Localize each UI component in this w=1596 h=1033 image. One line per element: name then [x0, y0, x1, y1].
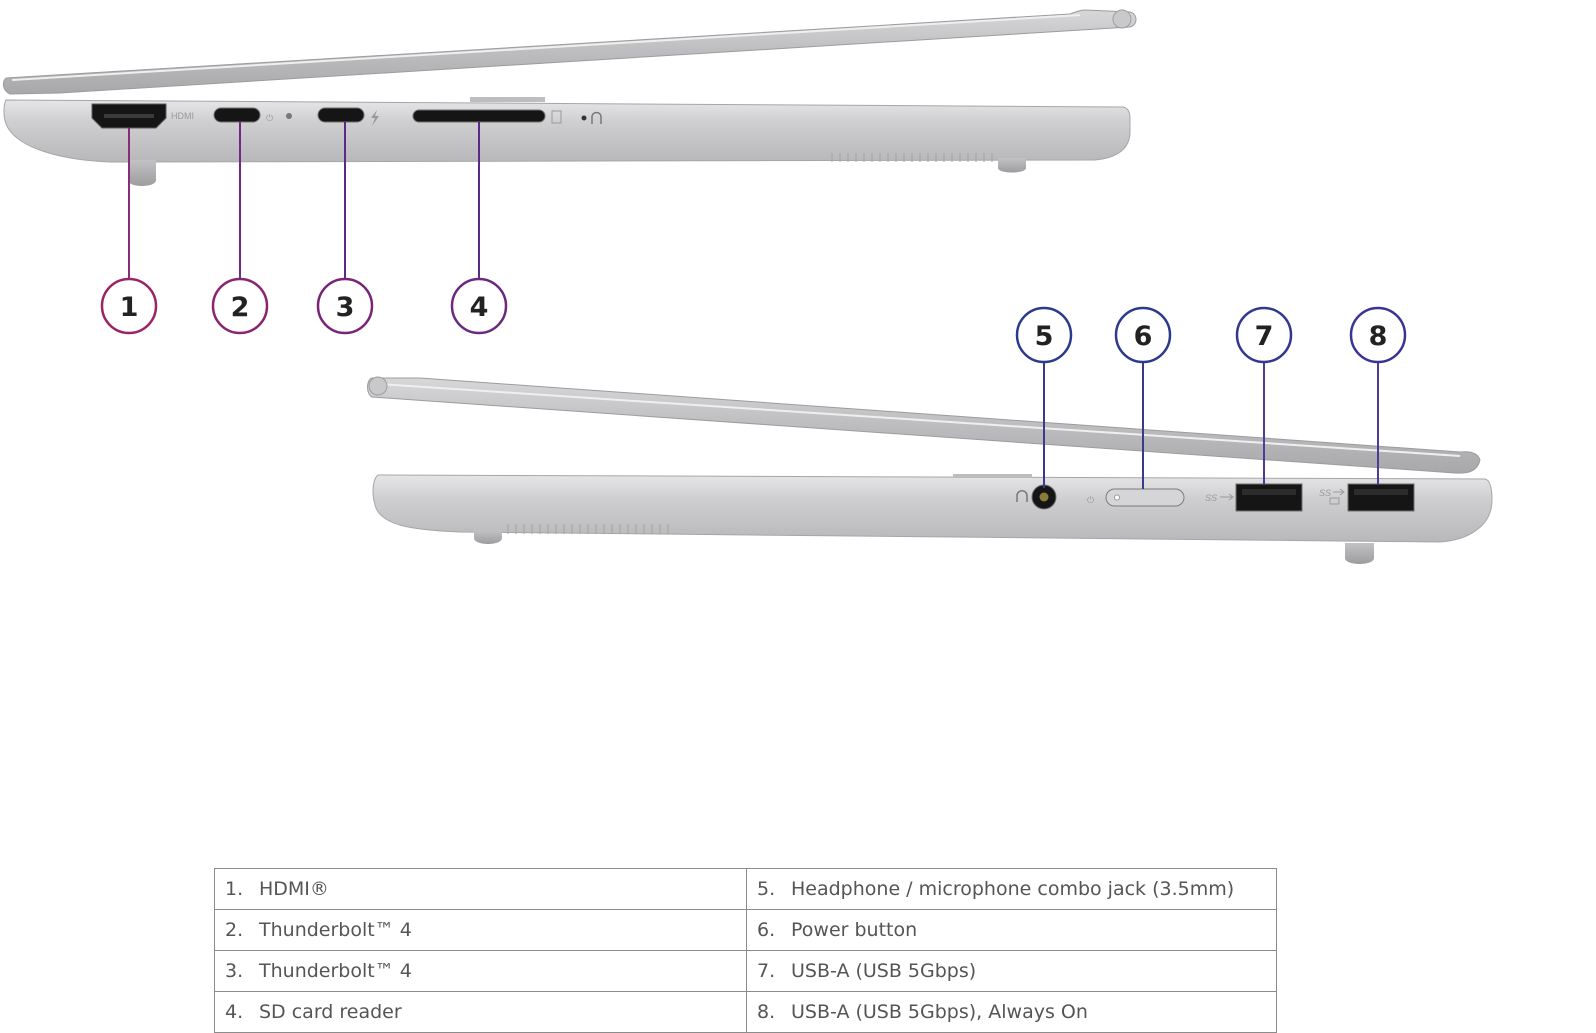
- svg-text:6: 6: [1134, 321, 1153, 352]
- svg-text:2: 2: [231, 292, 250, 323]
- thunderbolt-icon: [371, 110, 379, 126]
- table-cell: 8. USB-A (USB 5Gbps), Always On: [746, 991, 1277, 1033]
- svg-text:1: 1: [120, 292, 139, 323]
- table-cell: 5. Headphone / microphone combo jack (3.5…: [746, 868, 1277, 910]
- rubber-foot: [998, 158, 1026, 173]
- table-cell: 2. Thunderbolt™ 4: [214, 909, 747, 951]
- usb-ss-mark: SS: [1319, 488, 1331, 498]
- hdmi-mark: HDMI: [171, 111, 194, 121]
- laptop-lid-left: [2, 9, 1137, 95]
- always-on-battery-icon: [1329, 497, 1340, 505]
- callout-1: 1: [100, 277, 158, 335]
- item-number: 8.: [757, 1001, 776, 1023]
- power-icon: ⏻: [1087, 495, 1094, 505]
- callout-2: 2: [211, 277, 269, 335]
- item-label: Thunderbolt™ 4: [259, 919, 412, 941]
- callout-7: 7: [1235, 306, 1293, 364]
- callout-3: 3: [316, 277, 374, 335]
- callout-8: 8: [1349, 306, 1407, 364]
- item-label: HDMI®: [259, 878, 329, 900]
- item-number: 3.: [225, 960, 244, 982]
- item-label: Power button: [791, 919, 918, 941]
- speaker-grille-right: [507, 524, 669, 534]
- laptop-base-right: [372, 474, 1493, 543]
- rubber-foot: [128, 160, 156, 186]
- usb-ss-mark: SS: [1205, 493, 1217, 503]
- laptop-right-side-view: ⏻ SS SS: [367, 376, 1493, 564]
- power-plug-icon: ⏻: [266, 113, 273, 123]
- item-label: USB-A (USB 5Gbps), Always On: [791, 1001, 1088, 1023]
- svg-text:8: 8: [1369, 321, 1388, 352]
- usb-a-port: [1235, 483, 1303, 512]
- callout-6: 6: [1114, 306, 1172, 364]
- leader-lines: [128, 122, 1379, 489]
- item-label: SD card reader: [259, 1001, 402, 1023]
- callout-5: 5: [1015, 306, 1073, 364]
- item-label: USB-A (USB 5Gbps): [791, 960, 977, 982]
- table-cell: 6. Power button: [746, 909, 1277, 951]
- rubber-foot: [1345, 543, 1374, 564]
- svg-text:7: 7: [1255, 321, 1274, 352]
- table-row: 1. HDMI® 5. Headphone / microphone combo j…: [214, 868, 1277, 910]
- usb-c-port: [213, 107, 261, 123]
- rubber-foot: [474, 530, 502, 544]
- table-row: 2. Thunderbolt™ 4 6. Power button: [214, 909, 1277, 951]
- item-number: 4.: [225, 1001, 244, 1023]
- usb-symbol-icon: [1333, 488, 1345, 496]
- item-label: Thunderbolt™ 4: [259, 960, 412, 982]
- usb-symbol-icon: [1220, 493, 1234, 501]
- svg-text:3: 3: [336, 292, 355, 323]
- table-cell: 3. Thunderbolt™ 4: [214, 950, 747, 992]
- item-label: Headphone / microphone combo jack (3.5mm…: [791, 878, 1235, 900]
- table-row: 4. SD card reader 8. USB-A (USB 5Gbps), Al…: [214, 991, 1277, 1033]
- headset-mark-icon: [591, 111, 602, 124]
- charge-led-icon: [286, 113, 292, 119]
- mic-hole-icon: [581, 115, 587, 121]
- headphone-mark-icon: [1016, 490, 1028, 502]
- usb-a-port: [1347, 483, 1415, 512]
- sd-card-icon: [551, 110, 562, 124]
- usb-c-port: [317, 107, 365, 123]
- laptop-lid-right: [367, 377, 1481, 474]
- svg-text:5: 5: [1035, 321, 1054, 352]
- ports-legend-table: 1. HDMI® 5. Headphone / microphone combo j…: [214, 868, 1277, 1033]
- table-cell: 4. SD card reader: [214, 991, 747, 1033]
- item-number: 6.: [757, 919, 776, 941]
- item-number: 7.: [757, 960, 776, 982]
- sd-card-slot: [412, 109, 546, 123]
- table-cell: 7. USB-A (USB 5Gbps): [746, 950, 1277, 992]
- laptop-base-left: [3, 99, 1131, 163]
- item-number: 5.: [757, 878, 776, 900]
- power-button: [1105, 488, 1185, 507]
- speaker-grille-left: [831, 153, 993, 162]
- svg-text:4: 4: [470, 292, 489, 323]
- item-number: 1.: [225, 878, 244, 900]
- table-cell: 1. HDMI®: [214, 868, 747, 910]
- laptop-left-side-view: HDMI ⏻: [2, 9, 1137, 186]
- table-row: 3. Thunderbolt™ 4 7. USB-A (USB 5Gbps): [214, 950, 1277, 992]
- item-number: 2.: [225, 919, 244, 941]
- callout-4: 4: [450, 277, 508, 335]
